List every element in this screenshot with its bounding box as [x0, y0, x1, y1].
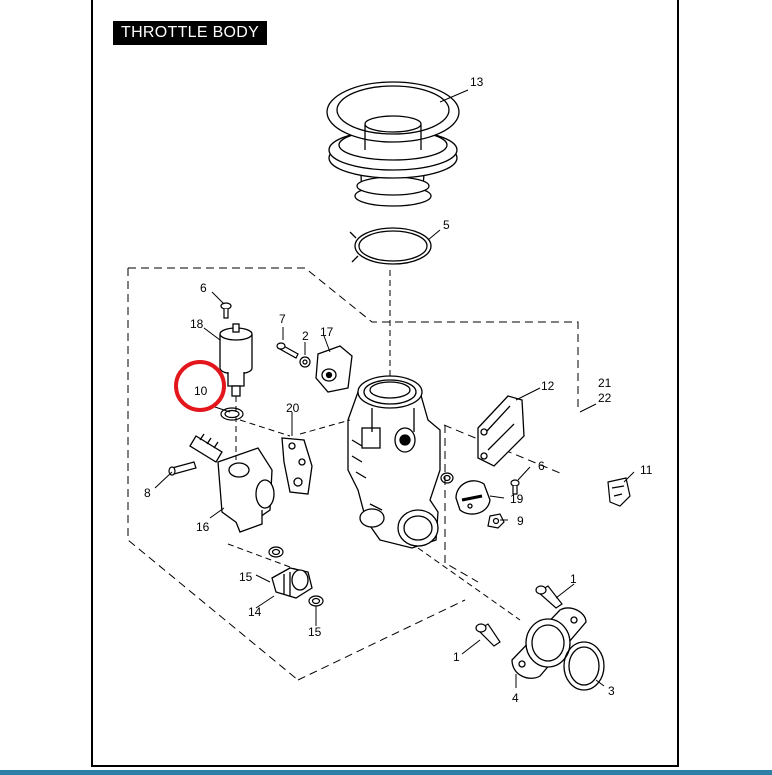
- callout-2: 2: [302, 329, 309, 343]
- callout-1-upper: 1: [570, 572, 577, 586]
- part-6-screw-right: [510, 479, 520, 495]
- callout-16: 16: [196, 520, 210, 534]
- callout-1-lower: 1: [453, 650, 460, 664]
- callout-15-upper: 15: [239, 570, 253, 584]
- part-9-nut: [487, 513, 505, 529]
- callout-3: 3: [608, 684, 615, 698]
- callout-17: 17: [320, 325, 334, 339]
- part-1-bolt-upper: [535, 585, 563, 609]
- washer-near-19: [440, 472, 454, 484]
- callout-15-lower: 15: [308, 625, 322, 639]
- callout-14: 14: [248, 605, 262, 619]
- part-3-seal: [563, 641, 605, 691]
- assembly-boundary-dashed: [127, 267, 579, 681]
- part-18-sensor: [219, 323, 253, 397]
- highlight-circle: [174, 360, 226, 412]
- leader-lines: [154, 89, 635, 688]
- part-8-screw: [168, 461, 197, 476]
- part-1-bolt-lower: [475, 623, 501, 647]
- callout-20: 20: [286, 401, 300, 415]
- callout-6-right: 6: [538, 459, 545, 473]
- part-16-housing: [189, 433, 275, 533]
- callout-18: 18: [190, 317, 204, 331]
- part-17-sensor: [315, 345, 353, 393]
- callout-7: 7: [279, 312, 286, 326]
- callout-10: 10: [194, 384, 208, 398]
- part-20-gasket: [281, 437, 313, 495]
- callout-11: 11: [640, 463, 653, 477]
- part-11-clip: [607, 477, 631, 507]
- part-13-velocity-stack: [326, 81, 460, 207]
- callout-21: 21: [598, 376, 612, 390]
- callout-9: 9: [517, 514, 524, 528]
- callout-22: 22: [598, 391, 612, 405]
- callout-6-upper: 6: [200, 281, 207, 295]
- bottom-edge-bar: [0, 770, 772, 775]
- part-6-screw-upper: [220, 302, 232, 319]
- callout-19: 19: [510, 492, 524, 506]
- callout-12: 12: [541, 379, 555, 393]
- part-7-screw: [276, 342, 299, 359]
- part-19-cam: [455, 480, 491, 515]
- part-15-o-ring-upper: [268, 546, 284, 558]
- part-12-bracket: [477, 395, 525, 467]
- part-15-o-ring-lower: [308, 595, 324, 607]
- part-5-o-ring: [349, 227, 432, 265]
- throttle-body-main: [347, 375, 441, 549]
- sensor-o-ring: [220, 407, 244, 421]
- callout-8: 8: [144, 486, 151, 500]
- part-14-injector: [271, 567, 313, 599]
- callout-13: 13: [470, 75, 484, 89]
- callout-4: 4: [512, 691, 519, 705]
- callout-5: 5: [443, 218, 450, 232]
- part-4-flange: [511, 607, 587, 679]
- part-2-washer: [299, 356, 311, 368]
- diagram-title: THROTTLE BODY: [113, 21, 268, 45]
